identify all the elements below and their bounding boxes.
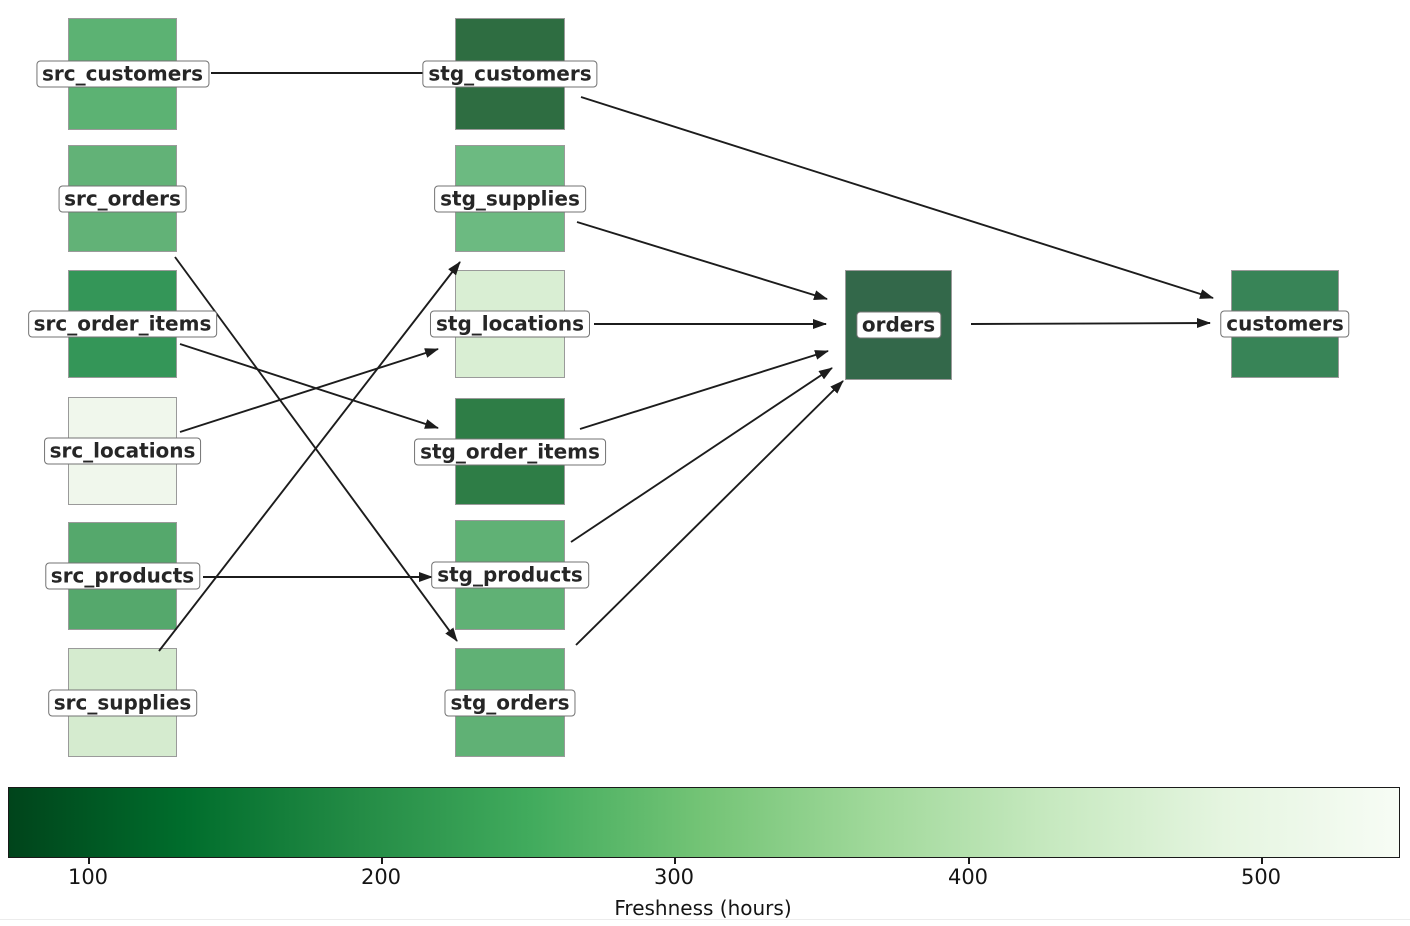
node-label-stg_order_items: stg_order_items — [414, 438, 606, 465]
node-label-stg_products: stg_products — [431, 561, 589, 589]
node-label-stg_locations: stg_locations — [429, 310, 591, 338]
node-label-stg_supplies: stg_supplies — [434, 185, 586, 212]
colorbar-gradient — [8, 787, 1400, 858]
node-label-stg_customers: stg_customers — [422, 60, 598, 88]
colorbar-tick-mark-300 — [674, 858, 676, 864]
node-label-stg_orders: stg_orders — [444, 689, 576, 716]
colorbar-tick-label-100: 100 — [67, 865, 109, 889]
colorbar-tick-label-500: 500 — [1240, 865, 1282, 889]
colorbar-tick-mark-500 — [1261, 858, 1263, 864]
colorbar-tick-mark-200 — [381, 858, 383, 864]
node-label-src_supplies: src_supplies — [47, 689, 198, 716]
node-label-src_locations: src_locations — [43, 437, 202, 465]
node-label-src_order_items: src_order_items — [27, 310, 218, 338]
colorbar-tick-label-400: 400 — [947, 865, 989, 889]
node-label-src_products: src_products — [44, 562, 201, 590]
colorbar-tick-mark-100 — [88, 858, 90, 864]
node-label-orders: orders — [855, 311, 942, 339]
colorbar-tick-label-300: 300 — [653, 865, 695, 889]
colorbar-tick-label-200: 200 — [360, 865, 402, 889]
node-label-src_customers: src_customers — [35, 60, 210, 88]
colorbar-axis-label: Freshness (hours) — [614, 896, 792, 920]
node-label-customers: customers — [1220, 310, 1350, 338]
colorbar-tick-mark-400 — [968, 858, 970, 864]
figure-bottom-border — [0, 919, 1410, 920]
node-label-src_orders: src_orders — [58, 185, 187, 212]
